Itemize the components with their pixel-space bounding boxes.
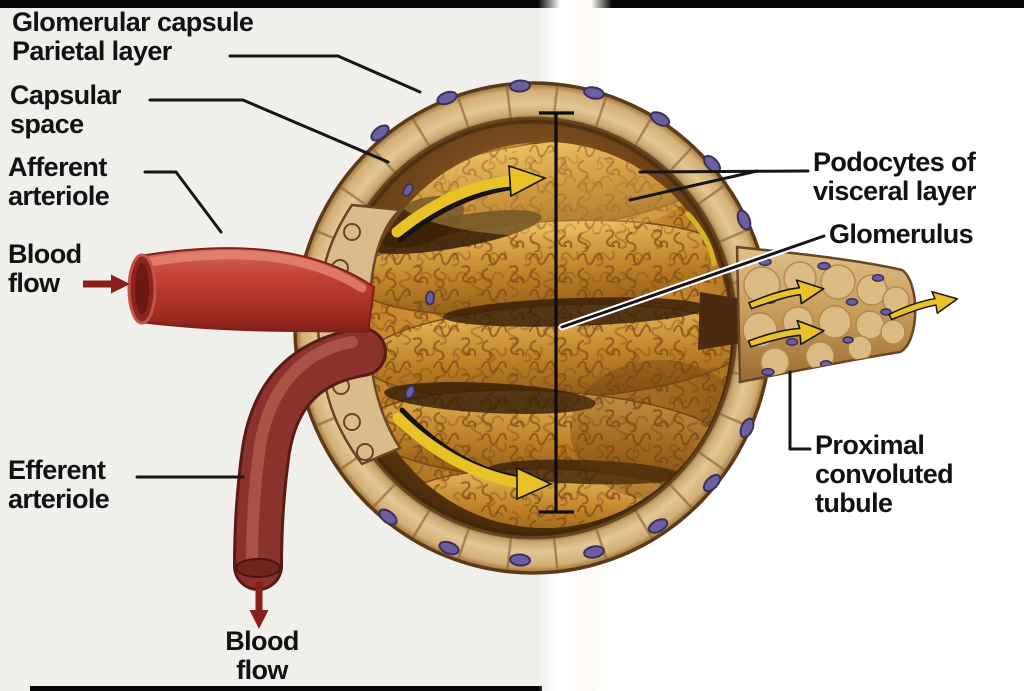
label-glomerular-capsule: Glomerular capsule Parietal layer [12,7,254,66]
blood-flow-in-line2: flow [8,268,60,298]
label-afferent-arteriole: Afferent arteriole [8,152,110,211]
label-capsular-space: Capsular space [10,81,121,139]
label-blood-flow-out: Blood flow [212,627,312,685]
glomerulus-capillary-tuft [359,142,731,528]
bottom-frame-bar [30,686,542,691]
blood-flow-out-line1: Blood [225,626,299,656]
label-blood-flow-in: Blood flow [8,239,82,298]
capsular-space-line2: space [10,109,84,139]
afferent-line2: arteriole [8,181,110,211]
top-frame-bar [0,0,1024,8]
leader-glomerulus [560,234,826,329]
capsular-space-line1: Capsular [10,80,121,110]
glomerular-capsule [293,79,773,575]
leader-afferent-arteriole [143,170,223,234]
afferent-arteriole-vessel [127,247,376,334]
glomerular-capsule-line1: Glomerular capsule [12,7,254,37]
efferent-line2: arteriole [8,484,110,514]
proximal-convoluted-tubule [698,245,960,384]
label-proximal-tubule: Proximal convoluted tubule [815,430,954,518]
leader-parietal-layer [228,54,422,94]
capsular-flow-arrow-top [391,164,548,243]
capsular-flow-arc-right [685,211,717,267]
leader-podocytes-b [628,169,759,202]
podocytes-line2: visceral layer [813,176,976,206]
proximal-line2: convoluted [815,459,954,489]
label-podocytes: Podocytes of visceral layer [813,148,976,206]
efferent-line1: Efferent [8,455,106,485]
label-efferent-arteriole: Efferent arteriole [8,455,110,514]
blood-flow-in-line1: Blood [8,239,82,269]
leader-podocytes-a [638,169,810,174]
glomerulus-line1: Glomerulus [829,219,974,249]
leader-lines [135,54,828,479]
capsular-flow-arrow-bottom [392,407,553,501]
proximal-line1: Proximal [815,430,925,460]
blood-flow-out-line2: flow [236,655,288,685]
label-glomerulus: Glomerulus [829,219,974,249]
parietal-cell-nuclei [370,79,755,567]
proximal-line3: tubule [815,488,893,518]
podocytes-line1: Podocytes of [813,147,976,177]
efferent-arteriole-vessel [233,327,387,591]
glomerular-capsule-line2: Parietal layer [12,36,172,66]
leader-proximal-tubule [788,370,812,451]
leader-capsular-space [148,98,390,164]
glomerulus-extent-line [539,111,574,514]
afferent-line1: Afferent [8,152,107,182]
